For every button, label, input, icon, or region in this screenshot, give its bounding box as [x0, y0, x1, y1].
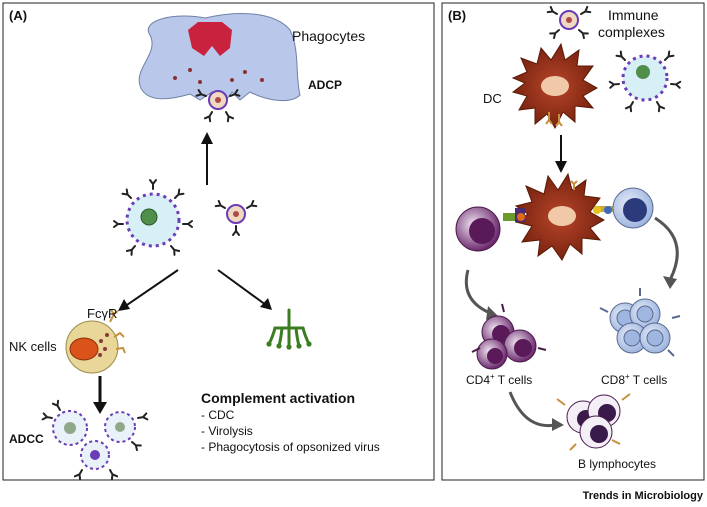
panel-b-frame [441, 2, 705, 481]
panel-a-label: (A) [9, 8, 27, 23]
phagocytes-label: Phagocytes [292, 28, 365, 44]
cd4-synapse-link [503, 208, 525, 222]
adcc-label: ADCC [9, 432, 44, 446]
cd4-label: CD4+ T cells [466, 372, 532, 387]
arrow-to-complement [217, 269, 272, 310]
cd8-cluster [599, 288, 681, 357]
arrow-to-adcc [93, 376, 107, 414]
dendritic-cell-top [511, 42, 599, 130]
free-virion [214, 199, 258, 236]
complement-item-virolysis: - Virolysis [201, 424, 253, 438]
complement-title: Complement activation [201, 390, 355, 406]
dendritic-cell-synapse [514, 172, 606, 261]
journal-footer: Trends in Microbiology [583, 490, 704, 502]
complement-item-cdc: - CDC [201, 408, 235, 422]
dc-label: DC [483, 91, 502, 106]
phagocyte-cell [138, 13, 301, 107]
complement-complex [267, 308, 311, 349]
immune-label-line2: complexes [598, 24, 665, 40]
adcp-label: ADCP [308, 78, 342, 92]
cd4-naive-cell [455, 206, 501, 252]
arrow-to-nk [118, 269, 179, 311]
panel-b-label: (B) [448, 8, 466, 23]
adcc-cluster [41, 399, 149, 481]
arrow-to-cd4 [464, 269, 498, 320]
complement-item-phagocytosis: - Phagocytosis of opsonized virus [201, 440, 380, 454]
immune-label-line1: Immune [608, 7, 659, 23]
arrow-to-cd8 [654, 216, 679, 289]
nk-cell [65, 320, 126, 374]
cd4-cluster [471, 303, 547, 370]
nk-cells-label: NK cells [9, 339, 57, 354]
arrow-to-b [508, 391, 564, 431]
arrow-to-phagocytes [201, 132, 213, 185]
fcgr-receptor [109, 309, 119, 323]
fcgr-label: FcγR [87, 306, 117, 321]
immune-complex-virion [546, 5, 592, 40]
infected-cell [113, 179, 193, 256]
b-lymphocyte-cluster [556, 393, 631, 451]
b-lymphocytes-label: B lymphocytes [578, 457, 656, 471]
engulfed-virus [195, 89, 241, 123]
infected-cell-b [608, 50, 682, 113]
cd8-synapse-link [593, 206, 615, 214]
arrow-dc-down [555, 135, 567, 173]
cd8-label: CD8+ T cells [601, 372, 667, 387]
cd8-naive-cell [612, 187, 654, 229]
panel-a-frame [2, 2, 435, 481]
